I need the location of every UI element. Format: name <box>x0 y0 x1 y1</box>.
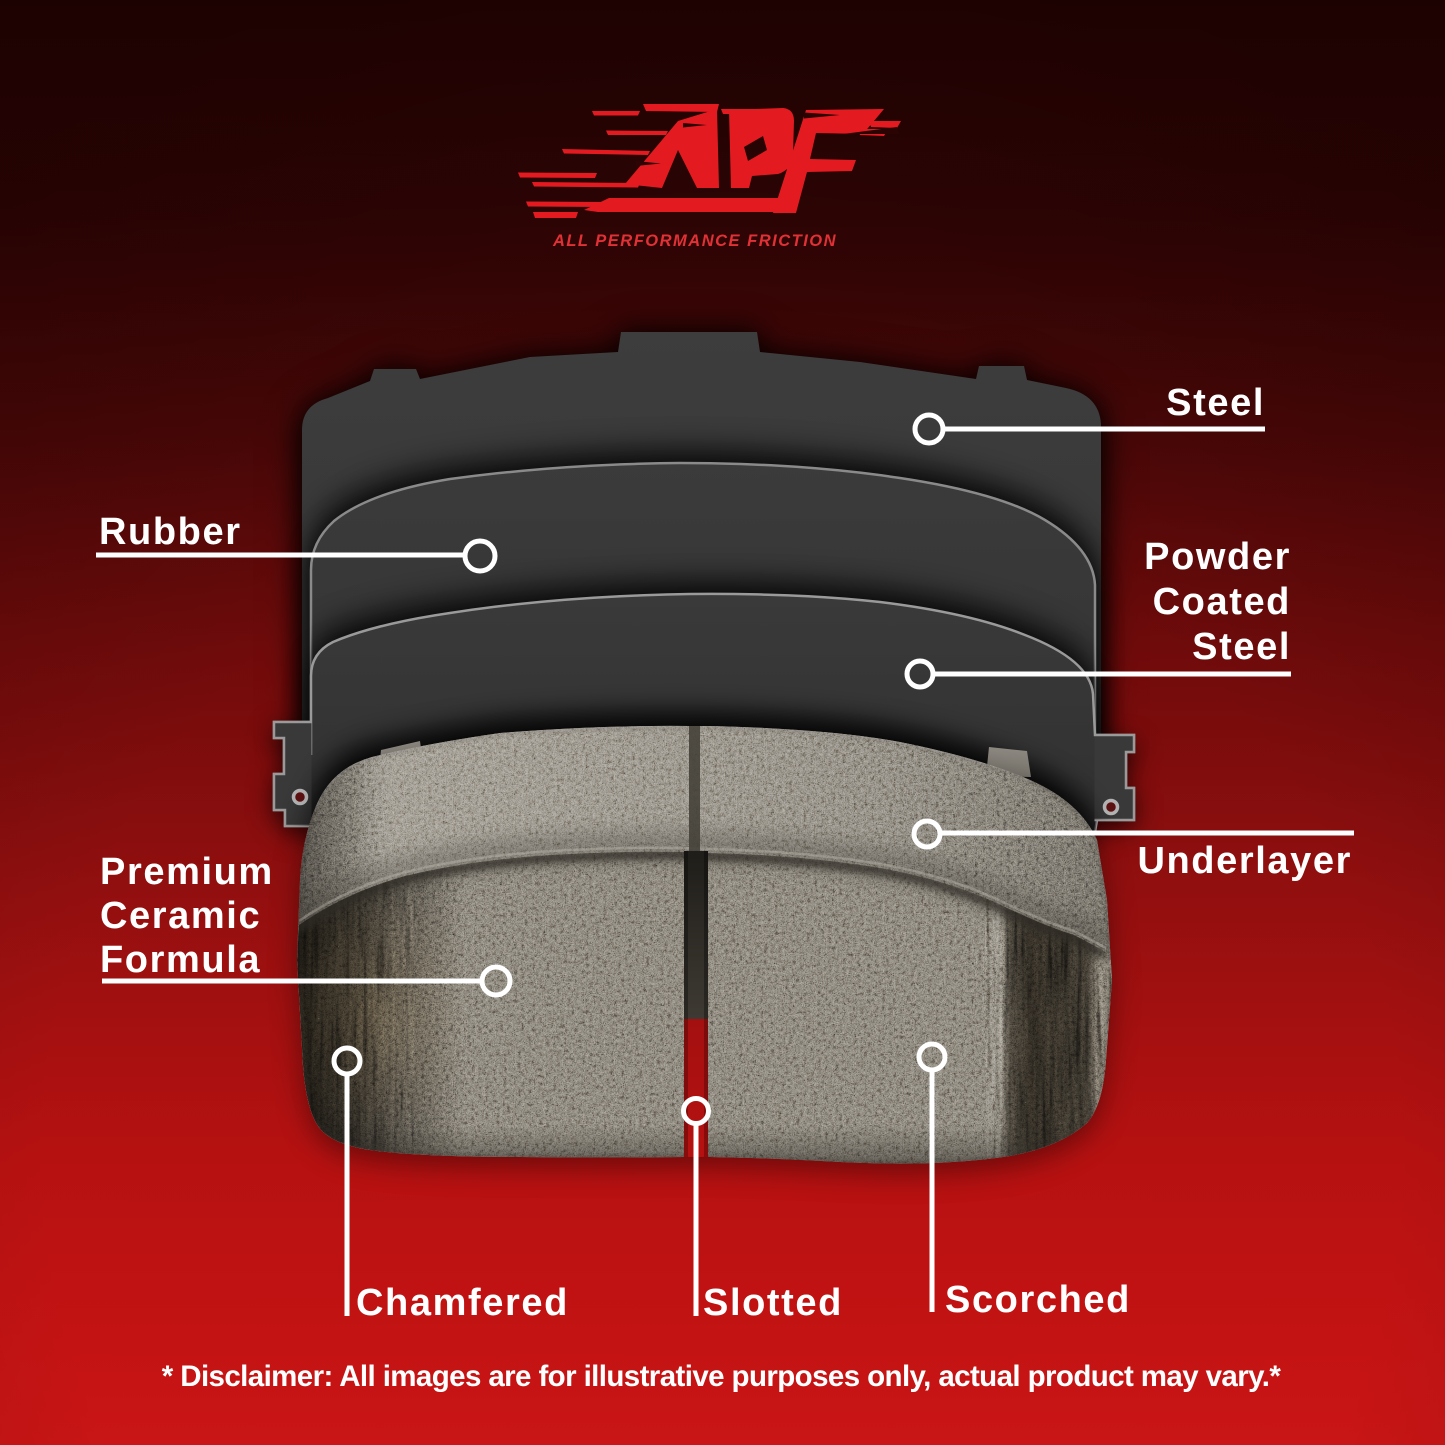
svg-text:Formula: Formula <box>100 939 261 981</box>
svg-text:Ceramic: Ceramic <box>100 895 261 937</box>
svg-text:Coated: Coated <box>1153 581 1291 623</box>
svg-text:Premium: Premium <box>100 851 274 893</box>
svg-text:Powder: Powder <box>1144 536 1291 578</box>
svg-text:ALL PERFORMANCE FRICTION: ALL PERFORMANCE FRICTION <box>552 232 837 250</box>
svg-text:Scorched: Scorched <box>945 1279 1131 1321</box>
svg-text:Steel: Steel <box>1192 626 1291 668</box>
svg-text:Underlayer: Underlayer <box>1137 840 1352 882</box>
svg-text:Steel: Steel <box>1166 382 1265 424</box>
svg-text:Chamfered: Chamfered <box>356 1282 569 1324</box>
svg-text:Rubber: Rubber <box>99 511 242 553</box>
svg-text:Slotted: Slotted <box>703 1282 843 1324</box>
svg-text:* Disclaimer: All images are f: * Disclaimer: All images are for illustr… <box>162 1360 1282 1393</box>
